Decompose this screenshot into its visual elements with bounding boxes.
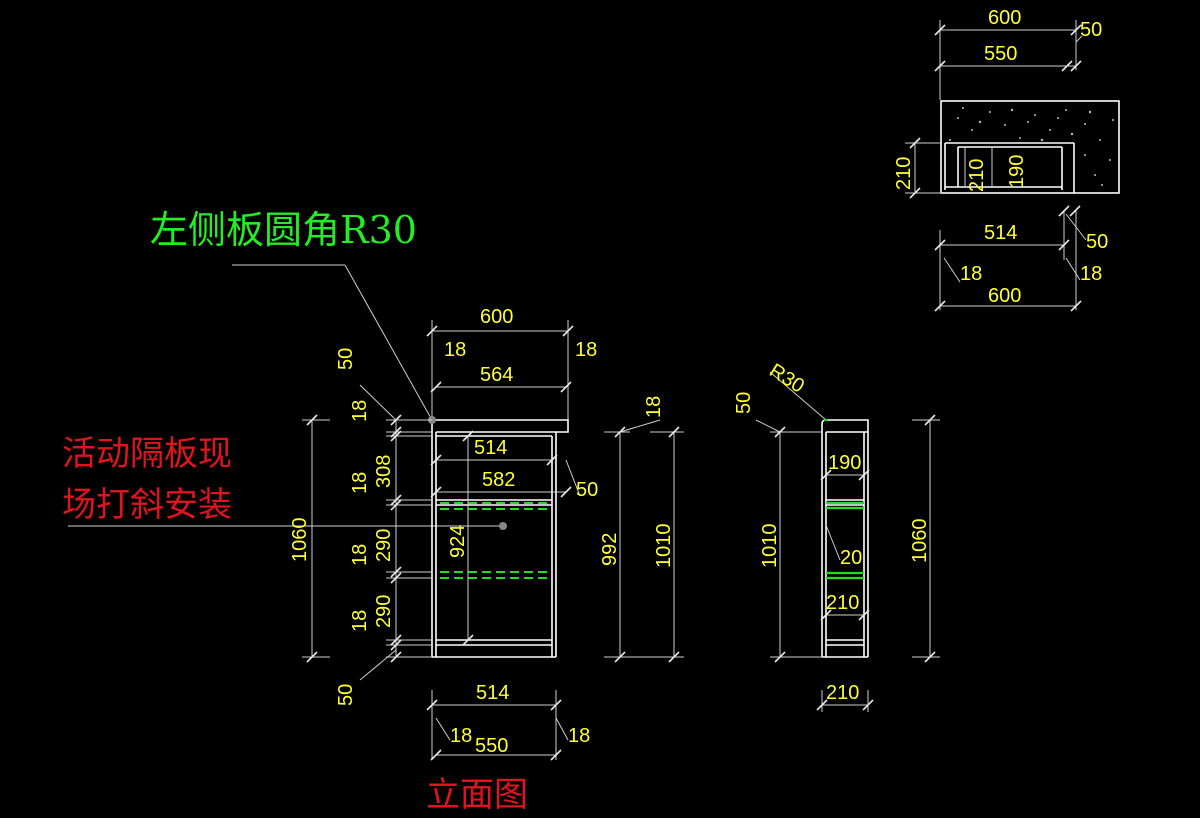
elev-dim-550: 550	[475, 735, 508, 757]
side-dim-50: 50	[733, 392, 755, 414]
side-dim-210-inner: 210	[826, 592, 859, 614]
elev-dim-18-d: 18	[349, 610, 371, 632]
elev-dim-1010-right: 1010	[653, 524, 675, 569]
side-dim-210-bottom: 210	[826, 682, 859, 704]
plan-view: 600 50 550	[893, 7, 1120, 312]
elev-dim-50-right: 50	[576, 479, 598, 501]
elev-dim-18-a: 18	[349, 400, 371, 422]
elev-dim-50-bottom-left: 50	[335, 684, 357, 706]
front-elevation: 600 18 18 564 514 582	[289, 306, 684, 761]
elev-dim-18-top-right: 18	[575, 339, 597, 361]
plan-dim-190: 190	[1006, 155, 1028, 188]
elev-dim-18-bottom-left: 18	[450, 725, 472, 747]
plan-dim-550: 550	[984, 43, 1017, 65]
elevation-title: 立面图	[426, 775, 528, 815]
plan-dim-210-left: 210	[893, 157, 915, 190]
shelf-note-line1: 活动隔板现	[62, 434, 232, 474]
plan-dim-50-top: 50	[1080, 19, 1102, 41]
left-panel-radius-note: 左侧板圆角R30	[150, 208, 417, 252]
elev-dim-18-top-left: 18	[444, 339, 466, 361]
elev-dim-992: 992	[599, 533, 621, 566]
elev-dim-290-a: 290	[373, 529, 395, 562]
elev-dim-564: 564	[480, 364, 513, 386]
shelf-note-line2: 场打斜安装	[62, 485, 232, 525]
side-dim-20: 20	[840, 547, 862, 569]
elev-dim-514-inner: 514	[474, 437, 507, 459]
side-elevation: R30 50 190 20 210 1010	[733, 360, 940, 712]
side-dim-1010: 1010	[759, 524, 781, 569]
elev-dim-18-c: 18	[349, 544, 371, 566]
side-dim-r30: R30	[765, 360, 808, 398]
elev-dim-600: 600	[480, 306, 513, 328]
elev-dim-514-bottom: 514	[476, 682, 509, 704]
elev-dim-290-b: 290	[373, 595, 395, 628]
elev-dim-582: 582	[482, 469, 515, 491]
plan-dim-514: 514	[984, 222, 1017, 244]
side-dim-190: 190	[828, 452, 861, 474]
plan-dim-600-top: 600	[988, 7, 1021, 29]
elev-dim-18-bottom-right: 18	[568, 725, 590, 747]
plan-dim-600-bottom: 600	[988, 285, 1021, 307]
elev-dim-308: 308	[373, 455, 395, 488]
elev-dim-18-right: 18	[643, 396, 665, 418]
plan-dim-210-inner: 210	[966, 159, 988, 192]
plan-dim-18-left: 18	[960, 263, 982, 285]
plan-dim-18-right: 18	[1080, 263, 1102, 285]
elev-dim-1060: 1060	[289, 518, 311, 563]
elev-dim-50-top-left: 50	[335, 348, 357, 370]
elev-dim-18-b: 18	[349, 472, 371, 494]
side-dim-1060: 1060	[909, 519, 931, 564]
plan-countertop-hatch	[949, 107, 1114, 186]
elev-dim-924: 924	[447, 525, 469, 558]
plan-dim-50-right: 50	[1086, 231, 1108, 253]
